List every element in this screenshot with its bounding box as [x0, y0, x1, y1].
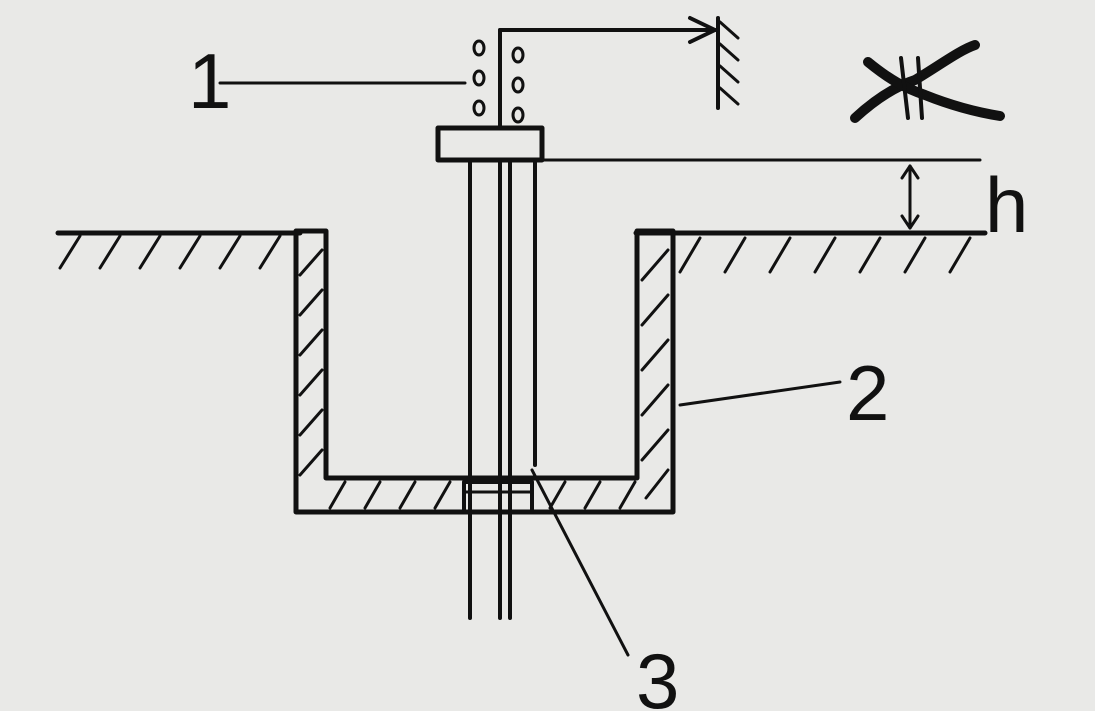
leader-line-2 [678, 380, 842, 407]
label-part-2: 2 [846, 349, 889, 437]
label-part-3: 3 [636, 637, 679, 711]
leader-line-3 [530, 468, 630, 657]
label-height: h [985, 161, 1028, 249]
ground-surface-left [55, 230, 303, 270]
perforated-cable [472, 16, 717, 130]
fan-symbol [850, 40, 1005, 123]
pit-wall-hatching-left [298, 248, 324, 477]
vertical-rod [468, 158, 537, 620]
ground-surface-right [633, 230, 988, 274]
pit-wall-hatching-right [640, 248, 670, 500]
pit-lining [293, 228, 676, 515]
ground-hatching-left [58, 234, 282, 270]
label-part-1: 1 [188, 37, 231, 125]
head-plate [435, 125, 545, 163]
pit-floor-hatching [328, 480, 637, 510]
fixed-support [716, 16, 740, 110]
height-dimension [538, 158, 982, 230]
ground-hatching-right [678, 236, 972, 274]
